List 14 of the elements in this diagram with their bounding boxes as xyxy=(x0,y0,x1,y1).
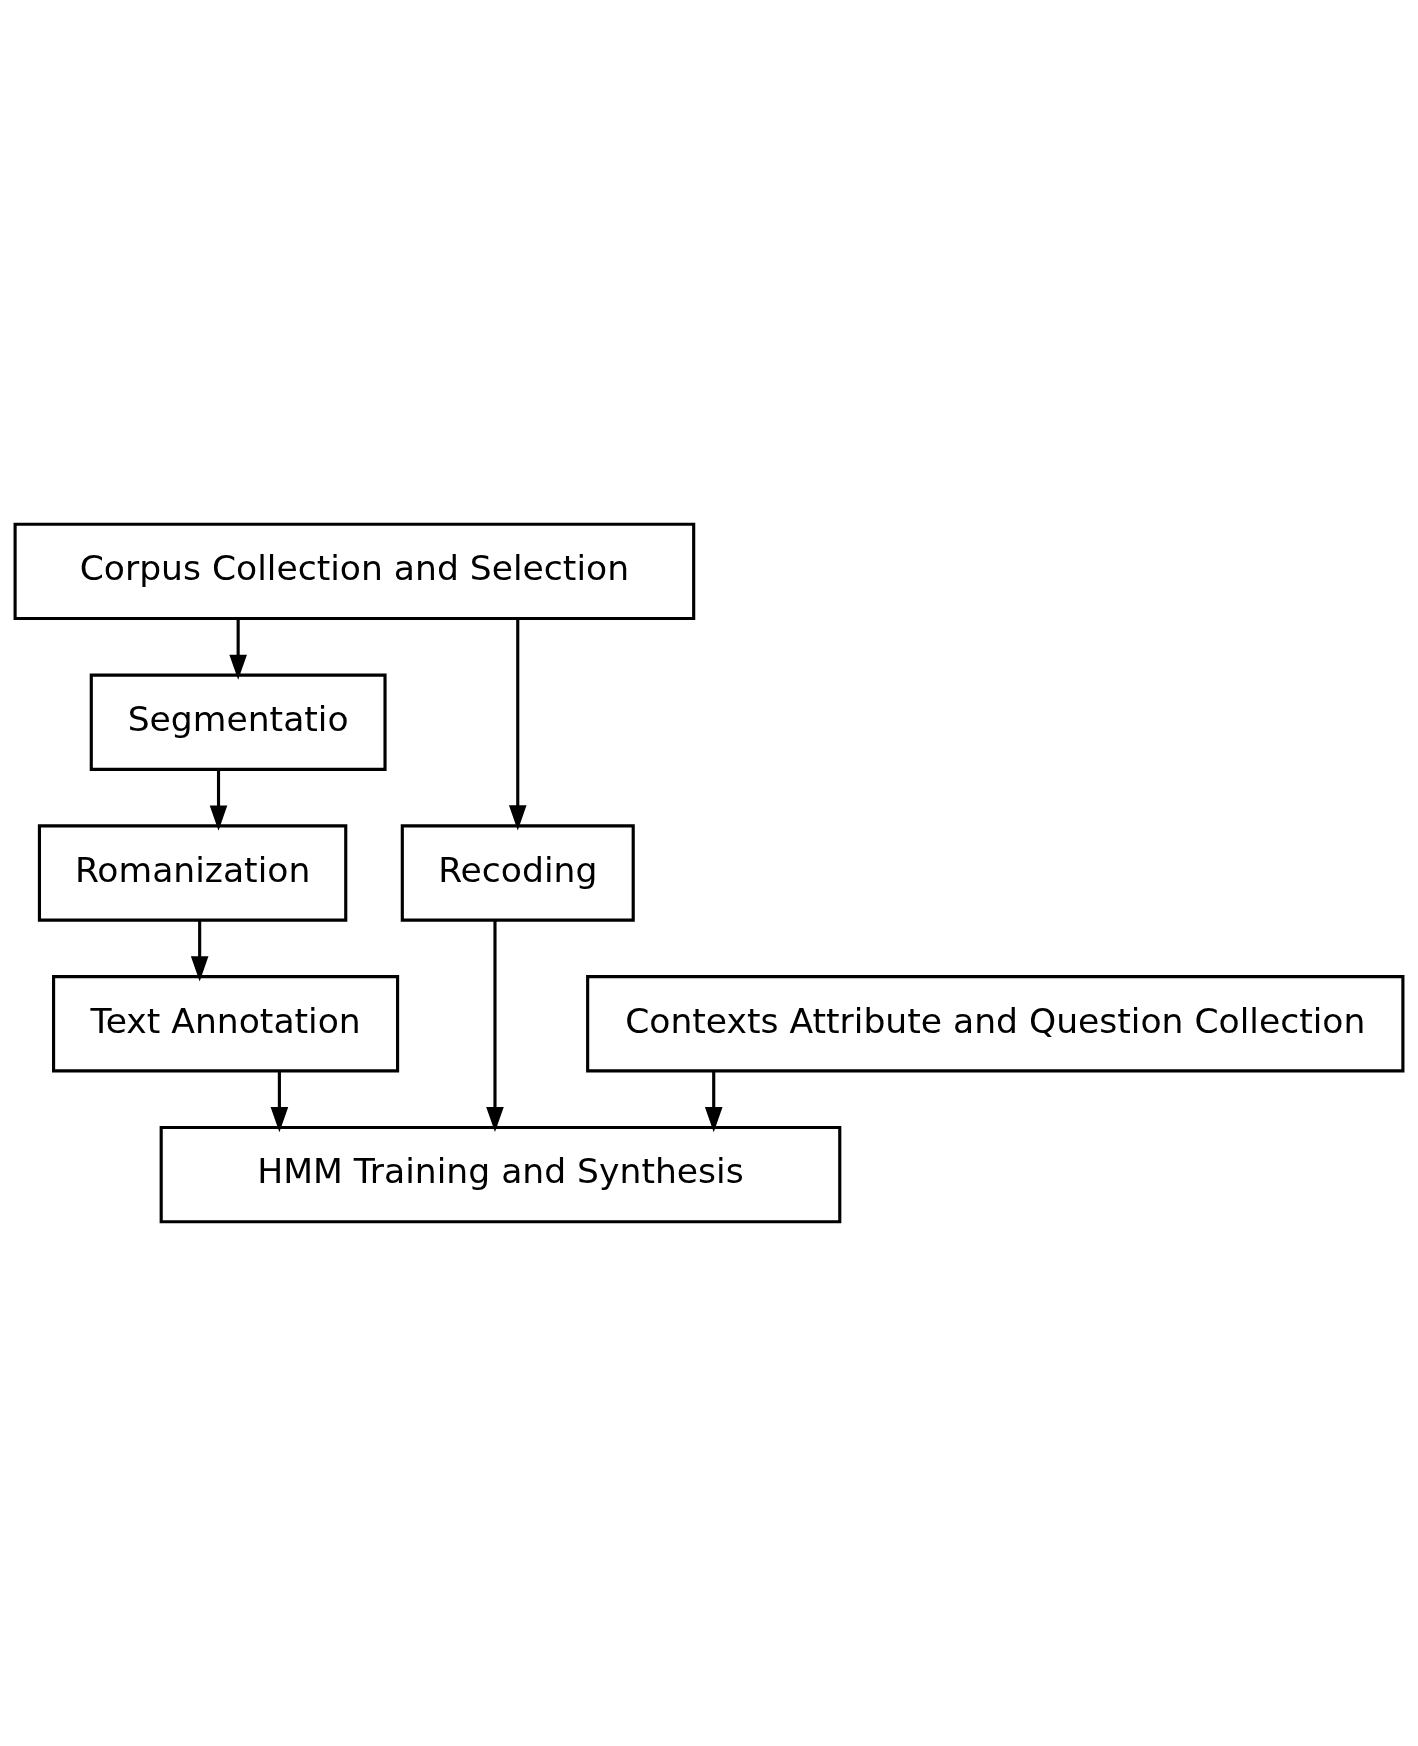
node-box: Text Annotation xyxy=(52,975,400,1073)
arrow xyxy=(270,1071,289,1133)
arrow xyxy=(209,769,228,831)
node-box: Romanization xyxy=(37,824,348,922)
node-box: HMM Training and Synthesis xyxy=(159,1125,842,1224)
arrow xyxy=(508,618,527,831)
arrow xyxy=(190,920,209,982)
node-box: Contexts Attribute and Question Collection xyxy=(586,975,1405,1073)
arrow xyxy=(229,618,247,680)
node-box: Corpus Collection and Selection xyxy=(13,522,696,621)
node-box: Segmentatio xyxy=(89,673,387,771)
node-box: Recoding xyxy=(400,824,635,922)
arrow xyxy=(704,1071,723,1133)
arrow xyxy=(486,920,504,1133)
